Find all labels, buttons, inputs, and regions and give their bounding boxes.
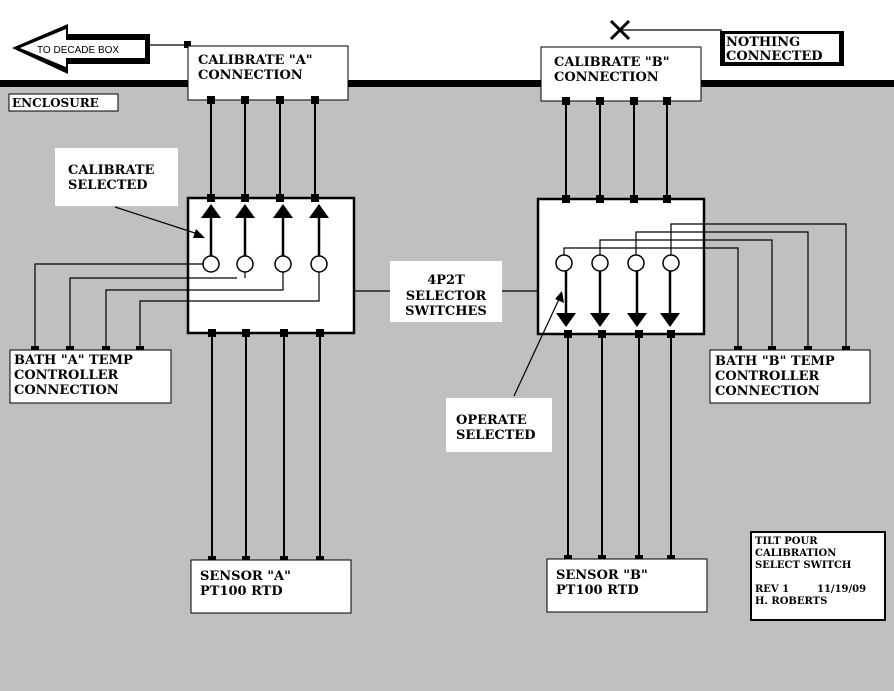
calibrate-selected-line1: CALIBRATE [68, 163, 154, 178]
terminals-calibrate-a [207, 96, 319, 104]
nothing-connected: NOTHING CONNECTED [609, 19, 844, 66]
title-block: TILT POUR CALIBRATION SELECT SWITCH REV … [750, 531, 886, 621]
title-rev: REV 1 [755, 584, 789, 595]
switch-a-arrowheads [201, 204, 329, 218]
callout-arrow-icon [114, 206, 205, 238]
bath-a-line1: BATH "A" TEMP [14, 353, 133, 368]
sensor-b-box: SENSOR "B" PT100 RTD [546, 558, 708, 613]
x-mark-icon [609, 19, 631, 41]
operate-selected-line1: OPERATE [456, 413, 527, 428]
decade-box-label: TO DECADE BOX [37, 45, 119, 56]
calibrate-a-line1: CALIBRATE "A" [198, 53, 313, 68]
switch-a-pivots [202, 255, 328, 273]
calibrate-a-connection-box: CALIBRATE "A" CONNECTION [187, 45, 349, 101]
bath-a-line3: CONNECTION [14, 383, 119, 398]
bath-b-connection-box: BATH "B" TEMP CONTROLLER CONNECTION [709, 349, 871, 404]
switch-b-arrowheads [556, 313, 680, 327]
bath-a-connection-box: BATH "A" TEMP CONTROLLER CONNECTION [9, 349, 172, 404]
calibrate-b-line1: CALIBRATE "B" [554, 55, 669, 70]
switch-a [186, 194, 356, 337]
callout-operate-selected: OPERATE SELECTED [446, 291, 564, 452]
selector-line1: 4P2T [427, 273, 465, 288]
switch-b [536, 195, 706, 338]
wires-sensor-a [211, 333, 321, 560]
switch-b-poles [564, 270, 672, 314]
bath-b-line2: CONTROLLER [715, 369, 820, 384]
calibrate-b-line2: CONNECTION [554, 70, 659, 85]
bath-b-line3: CONNECTION [715, 384, 820, 399]
calibrate-b-connection-box: CALIBRATE "B" CONNECTION [540, 46, 702, 102]
wires-bath-a [34, 263, 320, 350]
nothing-connected-line2: CONNECTED [726, 49, 823, 64]
bath-a-line2: CONTROLLER [14, 368, 119, 383]
calibrate-a-line2: CONNECTION [198, 68, 303, 83]
operate-selected-line2: SELECTED [456, 428, 536, 443]
switch-b-pivots [555, 254, 680, 272]
enclosure-top-edge [0, 80, 894, 87]
enclosure-label: ENCLOSURE [8, 93, 119, 112]
selector-line2: SELECTOR [406, 289, 487, 304]
title-line2: CALIBRATION [755, 548, 836, 559]
wires-calibrate-a [210, 100, 316, 198]
sensor-b-line1: SENSOR "B" [556, 568, 648, 583]
enclosure-label-text: ENCLOSURE [12, 96, 99, 110]
callout-arrow-icon [513, 291, 564, 397]
title-line1: TILT POUR [755, 536, 818, 547]
switch-a-poles [209, 216, 321, 256]
callout-calibrate-selected: CALIBRATE SELECTED [55, 148, 205, 238]
title-date: 11/19/09 [817, 584, 866, 595]
terminals-calibrate-b [562, 97, 671, 105]
sensor-a-box: SENSOR "A" PT100 RTD [190, 559, 352, 614]
decade-box-arrow: TO DECADE BOX [12, 24, 191, 74]
selector-line3: SWITCHES [405, 304, 487, 319]
wires-calibrate-b [565, 101, 668, 199]
calibrate-selected-line2: SELECTED [68, 178, 148, 193]
title-author: H. ROBERTS [755, 596, 827, 607]
bath-b-line1: BATH "B" TEMP [715, 354, 835, 369]
wires-bath-b [563, 223, 847, 350]
title-line3: SELECT SWITCH [755, 560, 851, 571]
selector-switches-label: 4P2T SELECTOR SWITCHES [390, 261, 502, 322]
sensor-b-line2: PT100 RTD [556, 583, 639, 598]
sensor-a-line1: SENSOR "A" [200, 569, 291, 584]
wires-sensor-b [567, 334, 672, 559]
sensor-a-line2: PT100 RTD [200, 584, 283, 599]
nothing-connected-line1: NOTHING [726, 35, 800, 50]
